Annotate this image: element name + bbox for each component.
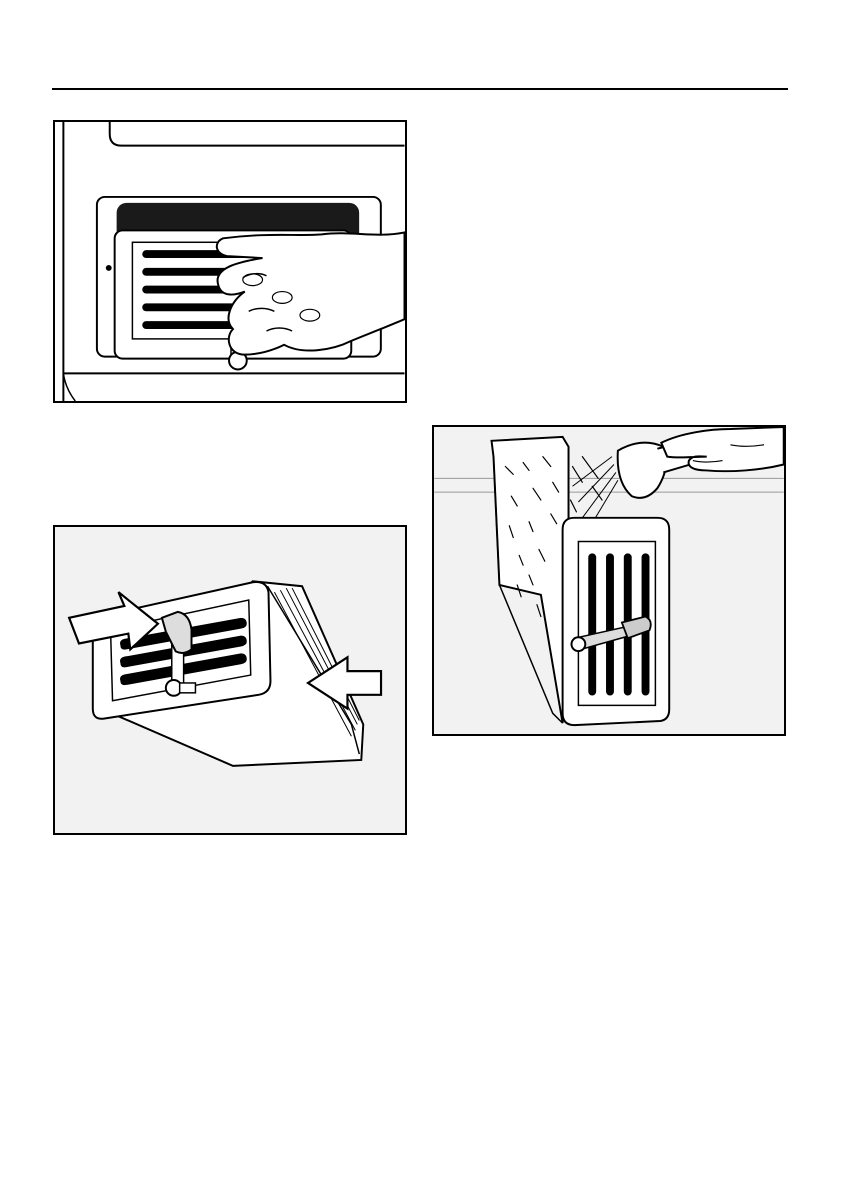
- filter-insertion-arrows-illustration: [55, 527, 405, 833]
- figure-remove-filter: [53, 120, 407, 403]
- rinsing-filter-under-tap-illustration: [434, 427, 784, 734]
- header-rule: [52, 88, 788, 90]
- figure-filter-insertion: [53, 525, 407, 835]
- hand-removing-fluff-filter-illustration: [55, 122, 405, 401]
- figure-rinse-filter: [432, 425, 786, 736]
